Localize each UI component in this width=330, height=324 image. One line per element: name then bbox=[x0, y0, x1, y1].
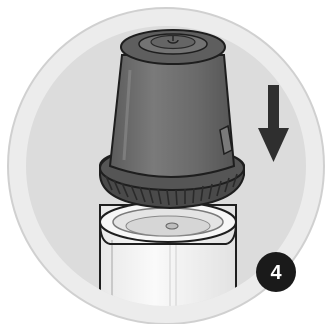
blade-center bbox=[166, 223, 178, 229]
step-number: 4 bbox=[270, 262, 282, 284]
